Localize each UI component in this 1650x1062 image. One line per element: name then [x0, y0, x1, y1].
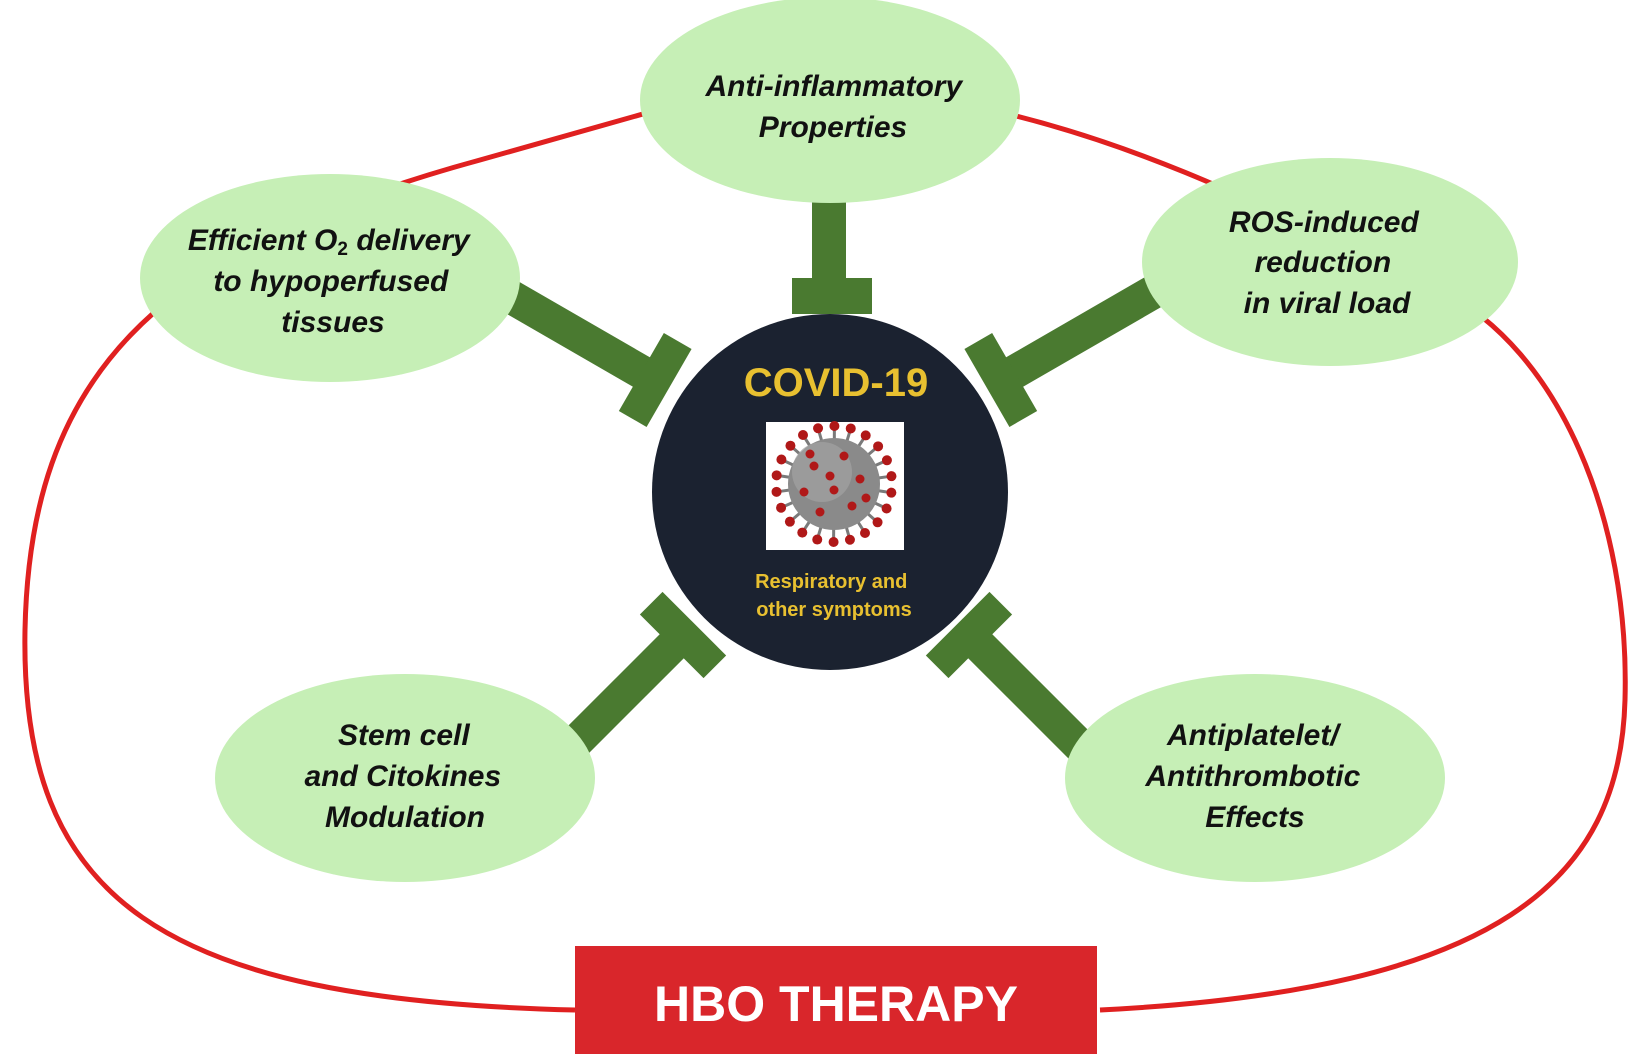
node-o2-delivery-line1-post: delivery	[348, 224, 471, 257]
node-o2-delivery-line3: tissues	[281, 306, 384, 339]
center-subtitle-line1: Respiratory and	[755, 571, 907, 593]
center-subtitle-line2: other symptoms	[756, 599, 912, 621]
therapy-loop	[22, 87, 1628, 1013]
svg-text:ROS-induced reduction: ROS-induced reduction in viral load	[1229, 206, 1427, 320]
inhibitor-bottom-right	[925, 591, 1106, 772]
covid-center: COVID-19 Respiratory and other symptoms	[652, 314, 1008, 670]
node-antiplatelet-line3: Effects	[1205, 801, 1305, 834]
svg-text:Anti-inflammatory Proper: Anti-inflammatory Properties	[704, 70, 970, 144]
node-stem-cell-line1: Stem cell	[338, 719, 470, 752]
hbo-therapy-label: HBO THERAPY	[654, 976, 1018, 1032]
node-stem-cell-line3: Modulation	[325, 801, 485, 834]
node-antiplatelet-line1: Antiplatelet/	[1166, 719, 1341, 752]
node-stem-cell-line2: and Citokines	[304, 760, 501, 793]
node-o2-delivery-subscript: 2	[337, 239, 348, 260]
inhibitor-top	[792, 200, 872, 314]
node-o2-delivery-line2: to hypoperfused	[213, 265, 449, 298]
node-ros-viral-load: ROS-induced reduction in viral load	[1142, 158, 1518, 366]
inhibitor-top-right	[964, 262, 1188, 427]
node-o2-delivery-line1: Efficient O2 delivery	[188, 224, 471, 260]
svg-text:Respiratory and other sy: Respiratory and other symptoms	[755, 571, 913, 621]
node-o2-delivery-line1-pre: Efficient O	[188, 224, 337, 257]
node-o2-delivery: Efficient O2 delivery to hypoperfused ti…	[140, 174, 520, 382]
center-title: COVID-19	[744, 361, 929, 405]
inhibitor-bottom-left	[546, 591, 727, 772]
hbo-therapy-box: HBO THERAPY	[575, 946, 1097, 1054]
node-ros-line3: in viral load	[1244, 287, 1411, 320]
node-ros-line2: reduction	[1254, 246, 1391, 279]
node-anti-inflammatory-line1: Anti-inflammatory	[704, 70, 963, 103]
node-antiplatelet: Antiplatelet/ Antithrombotic Effects	[1065, 674, 1445, 882]
svg-text:Efficient O2 delivery to: Efficient O2 delivery to hypoperfused ti…	[188, 224, 478, 339]
node-antiplatelet-line2: Antithrombotic	[1144, 760, 1360, 793]
coronavirus-icon	[766, 421, 904, 550]
node-anti-inflammatory-line2: Properties	[759, 111, 907, 144]
node-anti-inflammatory: Anti-inflammatory Properties	[640, 0, 1020, 203]
svg-text:Antiplatelet/ Antithromb: Antiplatelet/ Antithrombotic Effects	[1144, 719, 1368, 834]
node-ros-line1: ROS-induced	[1229, 206, 1420, 239]
svg-text:Stem cell and Citokines: Stem cell and Citokines Modulation	[304, 719, 509, 834]
node-stem-cell: Stem cell and Citokines Modulation	[215, 674, 595, 882]
